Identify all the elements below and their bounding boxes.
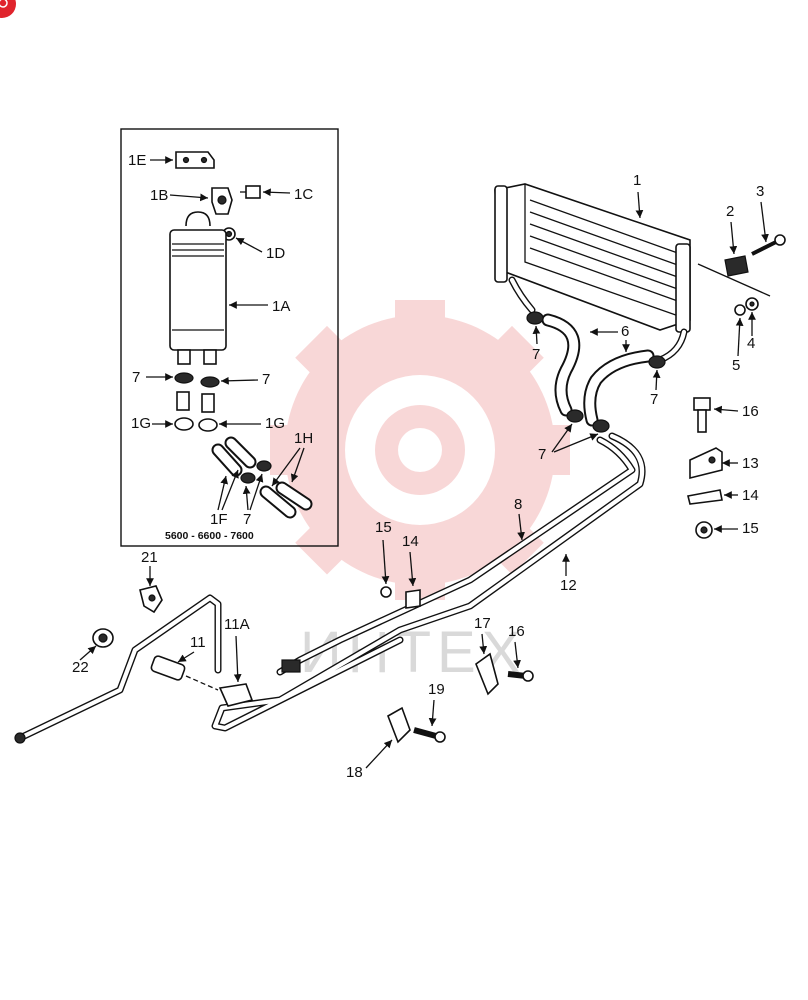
callout-5: 5 xyxy=(732,357,740,374)
inset-caption: 5600 - 6600 - 7600 xyxy=(165,530,254,542)
label-1b: 1B xyxy=(150,187,168,204)
callout-15-mid: 15 xyxy=(375,519,392,536)
callout-7b: 7 xyxy=(650,391,658,408)
nut-15 xyxy=(695,521,713,539)
callout-6: 6 xyxy=(621,323,629,340)
bolt-1c xyxy=(240,185,261,199)
oil-line-8 xyxy=(276,436,636,676)
callout-3: 3 xyxy=(756,183,764,200)
callout-1: 1 xyxy=(633,172,641,189)
oil-cooler-1 xyxy=(494,183,691,364)
callout-18: 18 xyxy=(346,764,363,781)
label-7a: 7 xyxy=(132,369,140,386)
bolt-16-mid xyxy=(507,670,534,682)
hose-clamps-7 xyxy=(526,311,666,433)
callout-22: 22 xyxy=(72,659,89,676)
label-1h: 1H xyxy=(294,430,313,447)
hose-6 xyxy=(541,313,655,427)
oil-line-12 xyxy=(211,432,646,732)
label-1g-right: 1G xyxy=(265,415,285,432)
nut-5 xyxy=(734,304,746,316)
callout-4: 4 xyxy=(747,335,755,352)
logo-icon xyxy=(0,0,16,18)
callout-19: 19 xyxy=(428,681,445,698)
callout-12: 12 xyxy=(560,577,577,594)
clamp-7-lower xyxy=(240,460,272,484)
left-oil-line xyxy=(14,594,222,744)
bolt-16-top xyxy=(693,397,711,433)
label-1g-left: 1G xyxy=(131,415,151,432)
fitting-11a xyxy=(218,659,301,707)
label-1c: 1C xyxy=(294,186,313,203)
clip-17 xyxy=(475,652,499,696)
label-1a: 1A xyxy=(272,298,290,315)
callout-11: 11 xyxy=(190,634,206,651)
clip-21 xyxy=(139,585,163,614)
callout-21: 21 xyxy=(141,549,158,566)
grommet-1g-pair xyxy=(174,417,218,432)
callout-7c: 7 xyxy=(538,446,546,463)
callout-17: 17 xyxy=(474,615,491,632)
callout-14-right: 14 xyxy=(742,487,759,504)
label-7b: 7 xyxy=(262,371,270,388)
bracket-13 xyxy=(689,447,723,480)
short-hose-pair xyxy=(176,391,215,413)
clip-18 xyxy=(387,706,411,744)
clip-14-mid xyxy=(405,589,421,609)
callout-13: 13 xyxy=(742,455,759,472)
filter-canister-1a xyxy=(169,211,227,365)
tube-1h xyxy=(259,481,313,519)
callout-15-right: 15 xyxy=(742,520,759,537)
callout-11a: 11A xyxy=(224,616,250,633)
nut-15-mid xyxy=(380,586,392,598)
bracket-1e xyxy=(175,151,215,169)
label-1e: 1E xyxy=(128,152,146,169)
callout-7a: 7 xyxy=(532,346,540,363)
label-7c: 7 xyxy=(243,511,251,528)
callout-16-mid: 16 xyxy=(508,623,525,640)
hose-clamp-pair xyxy=(174,372,220,388)
callout-16-top: 16 xyxy=(742,403,759,420)
connector-11 xyxy=(150,655,186,681)
bolt-3 xyxy=(751,234,786,256)
bracket-2 xyxy=(724,255,749,277)
grommet-22 xyxy=(92,628,114,648)
washer-4 xyxy=(745,297,759,311)
bolt-19 xyxy=(413,727,446,743)
inset-panel: 1E 1B 1C 1D 1A 7 7 1G 1G 1H 1F 7 5600 - … xyxy=(120,128,339,547)
elbow-fitting-1b xyxy=(211,187,233,215)
bracket-14 xyxy=(687,489,723,505)
hose-1f xyxy=(211,436,257,477)
callout-14-mid: 14 xyxy=(402,533,419,550)
label-1f: 1F xyxy=(210,511,228,528)
watermark-gear-icon xyxy=(270,300,570,600)
callout-2: 2 xyxy=(726,203,734,220)
callout-8: 8 xyxy=(514,496,522,513)
label-1d: 1D xyxy=(266,245,285,262)
